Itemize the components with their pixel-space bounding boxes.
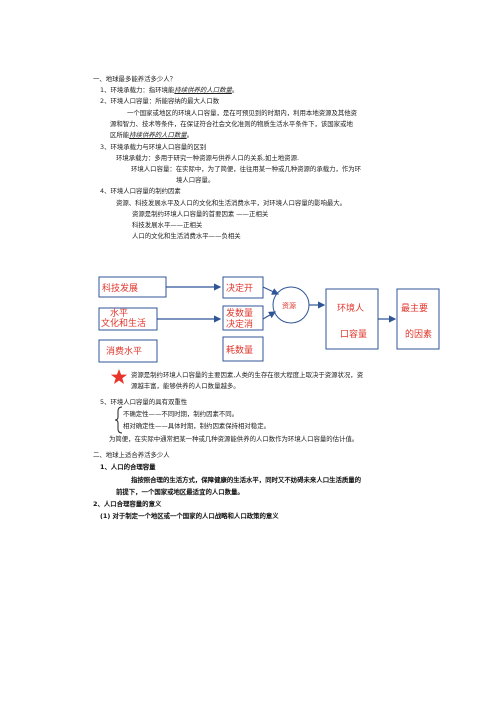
item4-rel-1: 资源是制约环境人口容量的首要因素 ——正相关 — [132, 210, 269, 218]
box-env — [325, 288, 379, 350]
item3-b-1: 环境人口容量：在实际中，为了简便，往往用某一种或几种资源的承载力，作为环 — [131, 165, 362, 173]
box-decide — [222, 305, 264, 331]
label-use-count: 耗数量 — [226, 344, 253, 356]
item2-desc-em: 持续供养的人口数量 — [129, 131, 187, 139]
section2-item1-desc-1: 指按照合理的生活方式，保障健康的生活水平，同时又不妨碍未来人口生活质量的 — [131, 476, 362, 484]
item3-a: 环境承载力：多用于研究一种资源与供养人口的关系,如土地资源. — [116, 154, 299, 162]
item2-desc-3: 区所能持续供养的人口数量。 — [110, 131, 194, 139]
star-text-1: 资源是制约环境人口容量的主要因素,人类的生存在很大程度上取决于资源状况，资 — [131, 371, 364, 379]
label-tech: 科技发展 — [102, 282, 138, 294]
item2-desc-2: 源和智力、技术等条件，在保证符合社会文化准则的物质生活水平条件下，该国家或地 — [110, 120, 353, 128]
section2-heading: 二、地球上适合养活多少人 — [93, 451, 170, 459]
label-resource: 资源 — [282, 301, 296, 310]
item3: 3、环境承载力与环境人口容量的区别 — [100, 143, 207, 151]
label-consume: 消费水平 — [106, 345, 142, 357]
item5-b: 相对确定性——具体时期，制约因素保持相对稳定。 — [123, 422, 270, 430]
arrow-decide-resource — [262, 311, 277, 320]
star-text-2: 源越丰富，能够供养的人口数量越多。 — [131, 382, 240, 390]
item2-desc-1: 一个国家或地区的环境人口容量，是在可预见到的时期内，利用本地资源及其他资 — [127, 109, 358, 117]
section2-item1-desc-2: 前提下，一个国家或地区最适宜的人口数量。 — [116, 488, 244, 496]
item1: 1、环境承载力：指环境能持续供养的人口数量。 — [100, 86, 239, 94]
item4-desc: 资源、科技发展水平及人口的文化和生活消费水平，对环境人口容量的影响最大。 — [116, 199, 347, 207]
item4-rel-3: 人口的文化和生活消费水平——负相关 — [132, 232, 241, 240]
item4: 4、环境人口容量的制约因素 — [100, 187, 181, 195]
item1-em: 持续供养的人口数量 — [174, 86, 232, 94]
box-factor — [396, 288, 440, 350]
star-icon — [110, 369, 128, 384]
label-culture: 文化和生活 — [101, 317, 146, 329]
item5: 5、环境人口容量的具有双重性 — [100, 398, 188, 406]
item5-a: 不确定性——不同时期，制约因素不同。 — [123, 410, 239, 418]
box-use — [222, 336, 264, 362]
section1-heading: 一、地球最多能养活多少人？ — [93, 75, 177, 83]
box-consume — [98, 339, 158, 363]
section2-item2-a: (1) 对于制定一个地区或一个国家的人口战略和人口政策的意义 — [100, 512, 279, 520]
label-capacity: 口容量 — [340, 328, 367, 340]
label-develop: 决定开 — [226, 282, 253, 294]
item4-rel-2: 科技发展水平——正相关 — [132, 221, 203, 229]
section2-item1: 1、人口的合理容量 — [100, 463, 156, 471]
item2: 2、环境人口容量：所能容纳的最大人口数 — [100, 97, 220, 105]
section2-item2: 2、人口合理容量的意义 — [93, 500, 162, 508]
label-decide-use: 决定消 — [226, 318, 253, 330]
label-tech-level: 水平 — [110, 307, 128, 319]
label-env: 环境人 — [337, 302, 364, 314]
label-develop-count: 发数量 — [226, 307, 253, 319]
brace-icon — [114, 406, 123, 434]
label-factor: 的因素 — [405, 328, 432, 340]
item3-b-2: 境人口容量。 — [176, 176, 215, 184]
arrow-develop-resource — [262, 286, 280, 295]
item5-note: 为简便，在实际中通常把某一种或几种资源能供养的人口数作为环境人口容量的估计值。 — [109, 435, 359, 443]
label-most: 最主要 — [401, 302, 428, 314]
